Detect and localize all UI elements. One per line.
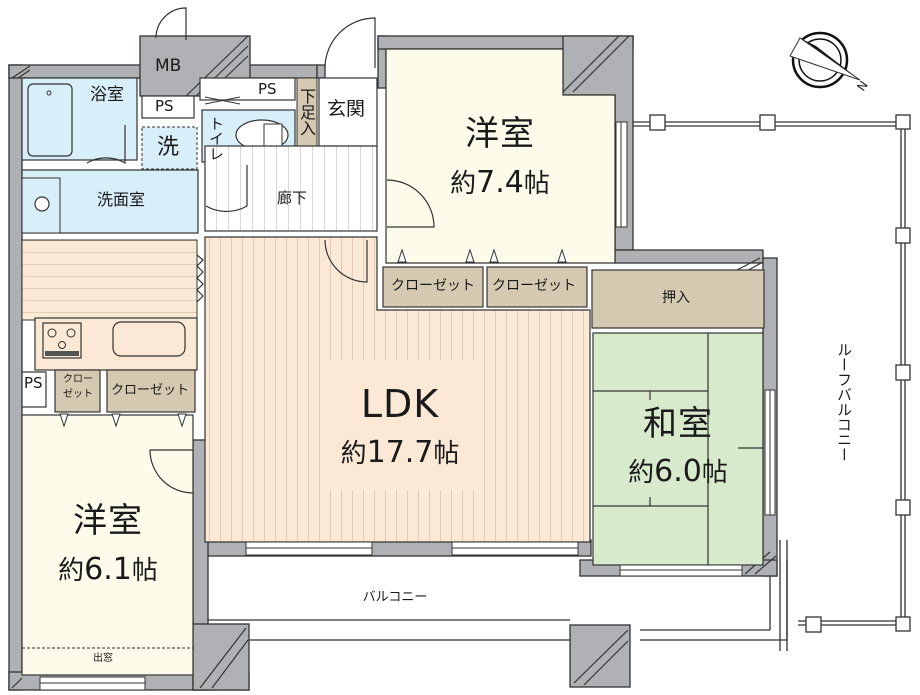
accordion-door — [196, 254, 204, 303]
size-value: 6.0 — [654, 454, 702, 489]
size-unit: 帖 — [433, 439, 460, 469]
ldk-size: 約17.7帖 — [341, 438, 460, 468]
size-prefix: 約 — [450, 169, 477, 199]
washroom-label: 洗面室 — [97, 190, 146, 209]
ldk-windows — [245, 541, 579, 556]
ps-box-1 — [141, 95, 195, 119]
tatami-lines — [593, 333, 763, 565]
western-room-2-name: 洋室 — [73, 501, 143, 541]
closet-3-label: クローゼット — [111, 383, 190, 398]
size-value: 7.4 — [476, 165, 524, 200]
kitchen-sink-icon — [112, 321, 186, 357]
ps-label-3: PS — [24, 374, 43, 392]
ps-label-2: PS — [258, 80, 277, 98]
pillar-hatch — [573, 629, 629, 686]
doors — [86, 7, 435, 494]
japanese-room-window — [619, 389, 776, 577]
ps-box-3 — [21, 371, 47, 408]
japanese-room-size: 約6.0帖 — [628, 457, 728, 487]
ldk-label-bg — [320, 360, 480, 490]
closet-small — [54, 369, 101, 413]
size-prefix: 約 — [340, 439, 367, 469]
closet-3 — [106, 369, 196, 413]
oshiire-label: 押入 — [662, 290, 690, 306]
kitchen-floor — [21, 239, 198, 321]
closet-1 — [382, 266, 484, 308]
laundry-label: 洗 — [157, 135, 180, 160]
closet-door-markers — [59, 248, 567, 428]
western-room-2-size: 約6.1帖 — [58, 555, 158, 585]
japanese-room-name: 和室 — [643, 404, 713, 444]
western-room-1-window — [615, 121, 628, 228]
roof-balcony-railing — [618, 114, 911, 651]
balcony-label: バルコニー — [362, 590, 428, 605]
bay-window — [39, 676, 146, 691]
compass-icon — [789, 31, 861, 89]
western-room-1-area — [385, 48, 616, 264]
size-value: 17.7 — [366, 435, 434, 470]
ps-box-2 — [199, 77, 296, 101]
shoe-storage-label: 下足入 — [297, 88, 316, 136]
toilet-label: トイレ — [207, 116, 225, 161]
closet-2 — [486, 266, 588, 308]
roof-balcony-label: ルーフバルコニー — [835, 342, 853, 462]
western-room-2-area — [21, 414, 194, 676]
closet-small-label-line2: ゼット — [63, 389, 93, 400]
western-room-1-size: 約7.4帖 — [450, 168, 550, 198]
entrance-label: 玄関 — [327, 98, 366, 120]
size-prefix: 約 — [628, 458, 655, 488]
size-unit: 帖 — [523, 169, 550, 199]
size-value: 6.1 — [84, 552, 132, 587]
sink-icon — [34, 196, 50, 212]
laundry-area — [141, 126, 198, 170]
bay-window-label: 出窓 — [93, 653, 113, 664]
closet-2-label: クローゼット — [492, 278, 576, 294]
size-unit: 帖 — [131, 556, 158, 586]
size-prefix: 約 — [58, 556, 85, 586]
western-room-1-name: 洋室 — [465, 114, 535, 154]
japanese-room-area — [592, 332, 764, 566]
ps-label-1: PS — [155, 97, 174, 115]
size-unit: 帖 — [701, 458, 728, 488]
bathtub-icon — [27, 83, 73, 157]
oshiire-storage — [591, 269, 765, 329]
hallway-label: 廊下 — [277, 189, 308, 207]
closet-1-label: クローゼット — [391, 278, 475, 294]
entrance-area — [318, 77, 378, 147]
closet-small-label-line1: クロー — [63, 374, 93, 385]
ldk-name: LDK — [360, 382, 440, 426]
bathroom-label: 浴室 — [90, 85, 124, 105]
mb-label: MB — [155, 56, 182, 76]
hallway-area — [204, 145, 378, 232]
